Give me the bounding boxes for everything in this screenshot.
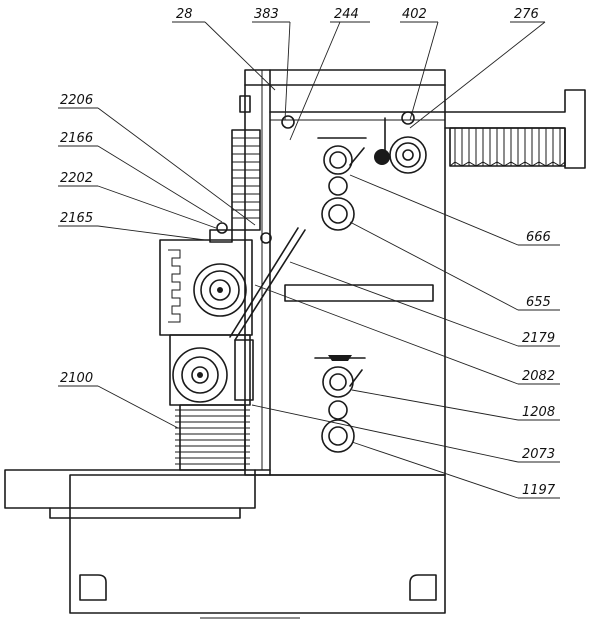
machine-base [69, 474, 446, 619]
callout-2165: 2165 [60, 211, 93, 226]
callout-2206: 2206 [60, 93, 93, 108]
callout-2082: 2082 [522, 369, 555, 384]
callout-1208: 1208 [522, 405, 555, 420]
upper-gear-group [317, 137, 367, 231]
callout-244: 244 [334, 7, 359, 22]
callout-2073: 2073 [522, 447, 555, 462]
callout-666: 666 [526, 230, 551, 245]
callout-276: 276 [514, 7, 539, 22]
upper-vertical-bellows [231, 129, 261, 231]
spindle-head-upper [159, 239, 253, 336]
lower-vertical-bellows [175, 404, 250, 471]
work-table [4, 469, 271, 519]
top-shaft-pulleys [281, 111, 427, 174]
main-column [244, 69, 446, 476]
callout-2202: 2202 [60, 171, 93, 186]
callout-2179: 2179 [522, 331, 555, 346]
callout-383: 383 [254, 7, 279, 22]
callout-2100: 2100 [60, 371, 93, 386]
callout-28: 28 [176, 7, 193, 22]
right-bellows [449, 127, 566, 167]
lower-gear-group [314, 355, 366, 453]
lever-2179 [229, 227, 306, 341]
spindle-head-lower [169, 334, 254, 406]
callout-402: 402 [402, 7, 427, 22]
clamp-mechanism [209, 222, 272, 244]
callout-2166: 2166 [60, 131, 93, 146]
leader-lines [58, 21, 560, 499]
callout-655: 655 [526, 295, 551, 310]
callout-labels: 28 383 244 402 276 2206 2166 2202 2165 2… [60, 7, 556, 498]
callout-1197: 1197 [522, 483, 556, 498]
